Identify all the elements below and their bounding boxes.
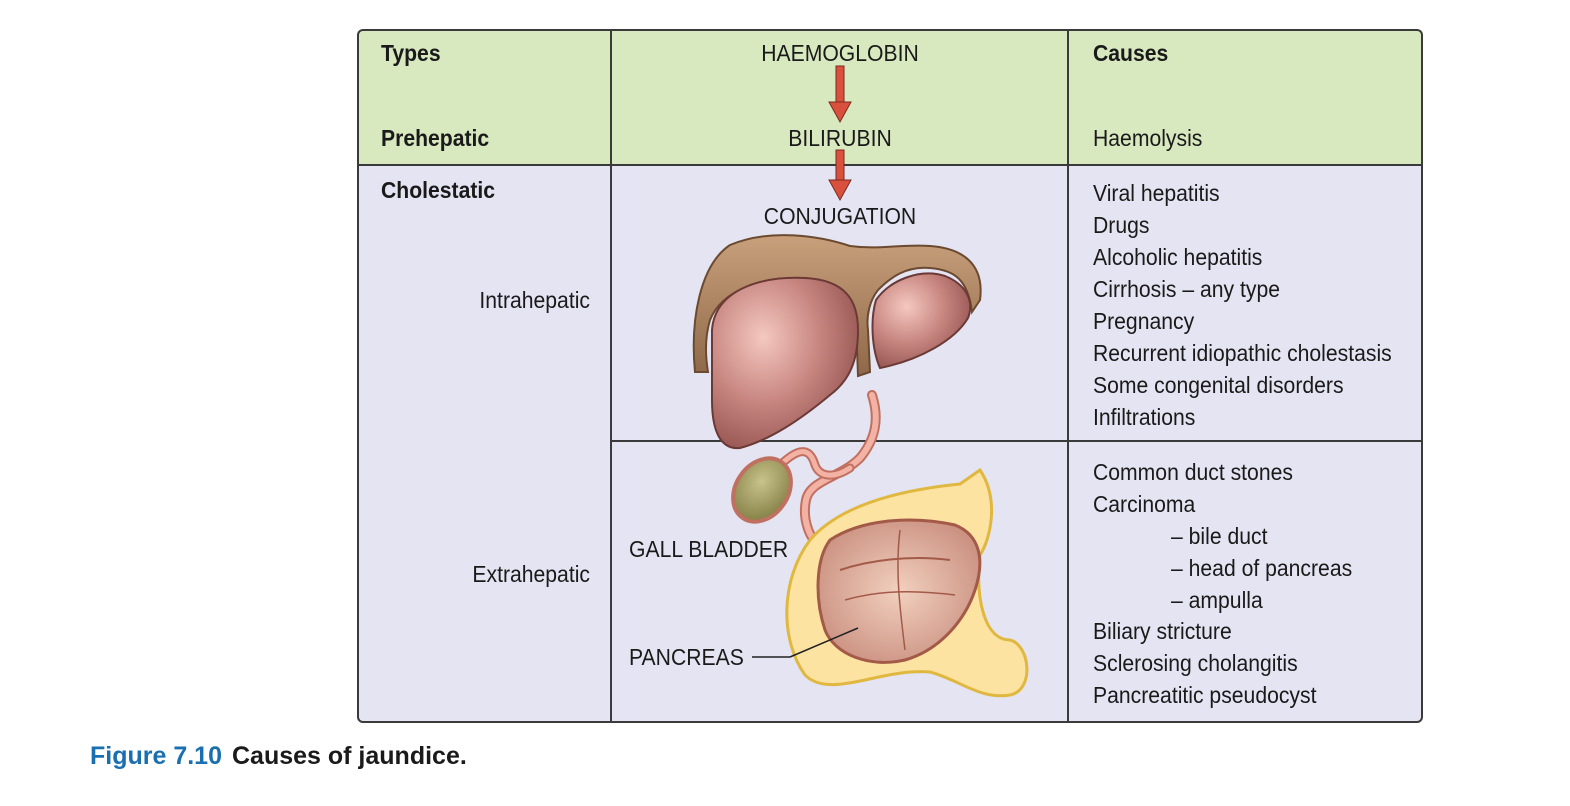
intrahepatic-causes-list: Viral hepatitis Drugs Alcoholic hepatiti… <box>1093 177 1418 433</box>
gall-bladder-organ <box>731 456 793 524</box>
list-item: – ampulla <box>1171 587 1263 613</box>
bilirubin-label: BILIRUBIN <box>788 125 892 151</box>
prehepatic-section <box>357 29 1423 166</box>
list-item: – bile duct <box>1171 523 1268 549</box>
prehepatic-cause: Haemolysis <box>1093 125 1203 151</box>
extrahepatic-causes-bottom: Biliary stricture Sclerosing cholangitis… <box>1093 615 1336 711</box>
extrahepatic-label: Extrahepatic <box>472 561 590 587</box>
arrow-bilirubin-to-conjugation <box>828 149 852 202</box>
figure-caption: Figure 7.10 Causes of jaundice. <box>90 742 467 771</box>
arrow-haemoglobin-to-bilirubin <box>828 65 852 124</box>
list-item: – head of pancreas <box>1171 555 1353 581</box>
types-header: Types <box>381 40 441 66</box>
list-item: Drugs <box>1093 212 1150 238</box>
list-item: Viral hepatitis <box>1093 180 1220 206</box>
list-item: Carcinoma <box>1093 491 1196 517</box>
prehepatic-label: Prehepatic <box>381 125 490 151</box>
list-item: Pancreatitic pseudocyst <box>1093 682 1317 708</box>
list-item: Alcoholic hepatitis <box>1093 244 1263 270</box>
extrahepatic-causes-top: Common duct stones Carcinoma <box>1093 456 1310 520</box>
list-item: Recurrent idiopathic cholestasis <box>1093 340 1392 366</box>
intra-extra-divider <box>611 440 1422 442</box>
column-divider-2 <box>1067 29 1069 723</box>
list-item: Biliary stricture <box>1093 618 1232 644</box>
column-divider-1 <box>610 29 612 723</box>
figure-number: Figure 7.10 <box>90 742 222 770</box>
haemoglobin-label: HAEMOGLOBIN <box>761 40 919 66</box>
list-item: Pregnancy <box>1093 308 1195 334</box>
conjugation-label: CONJUGATION <box>763 203 917 229</box>
gall-bladder-label: GALL BLADDER <box>629 536 789 562</box>
list-item: Sclerosing cholangitis <box>1093 650 1298 676</box>
causes-header: Causes <box>1093 40 1169 66</box>
list-item: Some congenital disorders <box>1093 372 1344 398</box>
list-item: Common duct stones <box>1093 459 1293 485</box>
intrahepatic-label: Intrahepatic <box>479 287 590 313</box>
list-item: Infiltrations <box>1093 404 1196 430</box>
list-item: Cirrhosis – any type <box>1093 276 1280 302</box>
cholestatic-label: Cholestatic <box>381 177 496 203</box>
figure-title: Causes of jaundice. <box>232 742 467 770</box>
liver-right-lobe <box>711 276 860 450</box>
carcinoma-subtypes: – bile duct – head of pancreas – ampulla <box>1171 520 1368 616</box>
pancreas-label: PANCREAS <box>629 644 744 670</box>
liver-left-lobe <box>871 272 972 370</box>
